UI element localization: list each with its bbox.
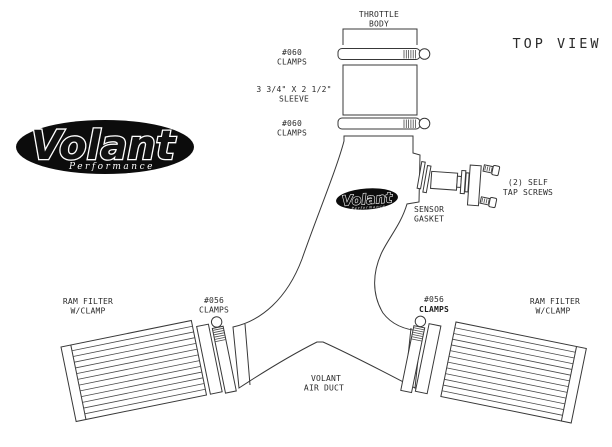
sensor-body [429,170,459,191]
clamp-060-lower [337,117,431,130]
clamp-060-upper [337,48,431,60]
self-tap-screws-label-2: TAP SCREWS [503,188,553,197]
air-duct-label-2: AIR DUCT [304,384,344,393]
sleeve-label-1: 3 3/4" X 2 1/2" [256,85,331,94]
self-tap-screw-top [482,164,501,177]
sensor-gasket-shape [416,160,426,190]
ram-filter-left-label-1: RAM FILTER [63,297,113,306]
clamps-056-left-label-2: CLAMPS [199,306,229,315]
clamps-060-bottom-label-2: CLAMPS [277,129,307,138]
sleeve-label-2: SLEEVE [279,95,309,104]
ram-filter-left [60,316,237,423]
sensor-gasket-label-1: SENSOR [414,205,444,214]
self-tap-screws-label-1: (2) SELF [508,178,548,187]
filter-end-cap-right [560,346,578,422]
volant-logo-small-tagline: Performance [350,204,386,210]
clamp-056-right-screw [414,315,427,328]
ram-filter-right-label-2: W/CLAMP [535,307,570,316]
volant-logo-small-name: Volant [341,190,394,210]
clamp-056-left-screw [210,316,223,328]
volant-logo-small: Volant Performance [336,188,398,211]
volant-logo-large-name: Volant [31,123,177,169]
ram-filter-left-label-2: W/CLAMP [70,307,105,316]
self-tap-screw-bottom [479,196,498,209]
throttle-body-label-1: THROTTLE [359,10,399,19]
clamps-060-top-label-2: CLAMPS [277,58,307,67]
volant-logo-large-tagline: Performance [68,162,155,172]
air-duct [232,135,422,389]
sensor-flange [466,164,482,207]
ram-filter-right-label-1: RAM FILTER [530,297,580,306]
sleeve [342,64,418,116]
filter-collar-right [414,323,442,395]
filter-collar-left [196,323,223,395]
clamps-056-right-label-1: #056 [424,295,444,304]
clamps-060-top-label-1: #060 [282,48,302,57]
volant-logo-large: Volant Performance [16,120,194,174]
duct-outlet-collar-left [244,323,251,386]
clamps-060-bottom-label-1: #060 [282,119,302,128]
clamps-056-left-label-1: #056 [204,296,224,305]
filter-end-cap-left [70,344,87,420]
throttle-body-label-2: BODY [369,20,389,29]
sensor-gasket-label-2: GASKET [414,215,444,224]
view-title: TOP VIEW [512,36,601,52]
throttle-body-bracket [342,28,418,45]
sensor-assembly [416,160,482,207]
air-duct-label-1: VOLANT [311,374,341,383]
ram-filter-right [400,315,587,424]
clamps-056-right-label-2: CLAMPS [419,305,449,314]
